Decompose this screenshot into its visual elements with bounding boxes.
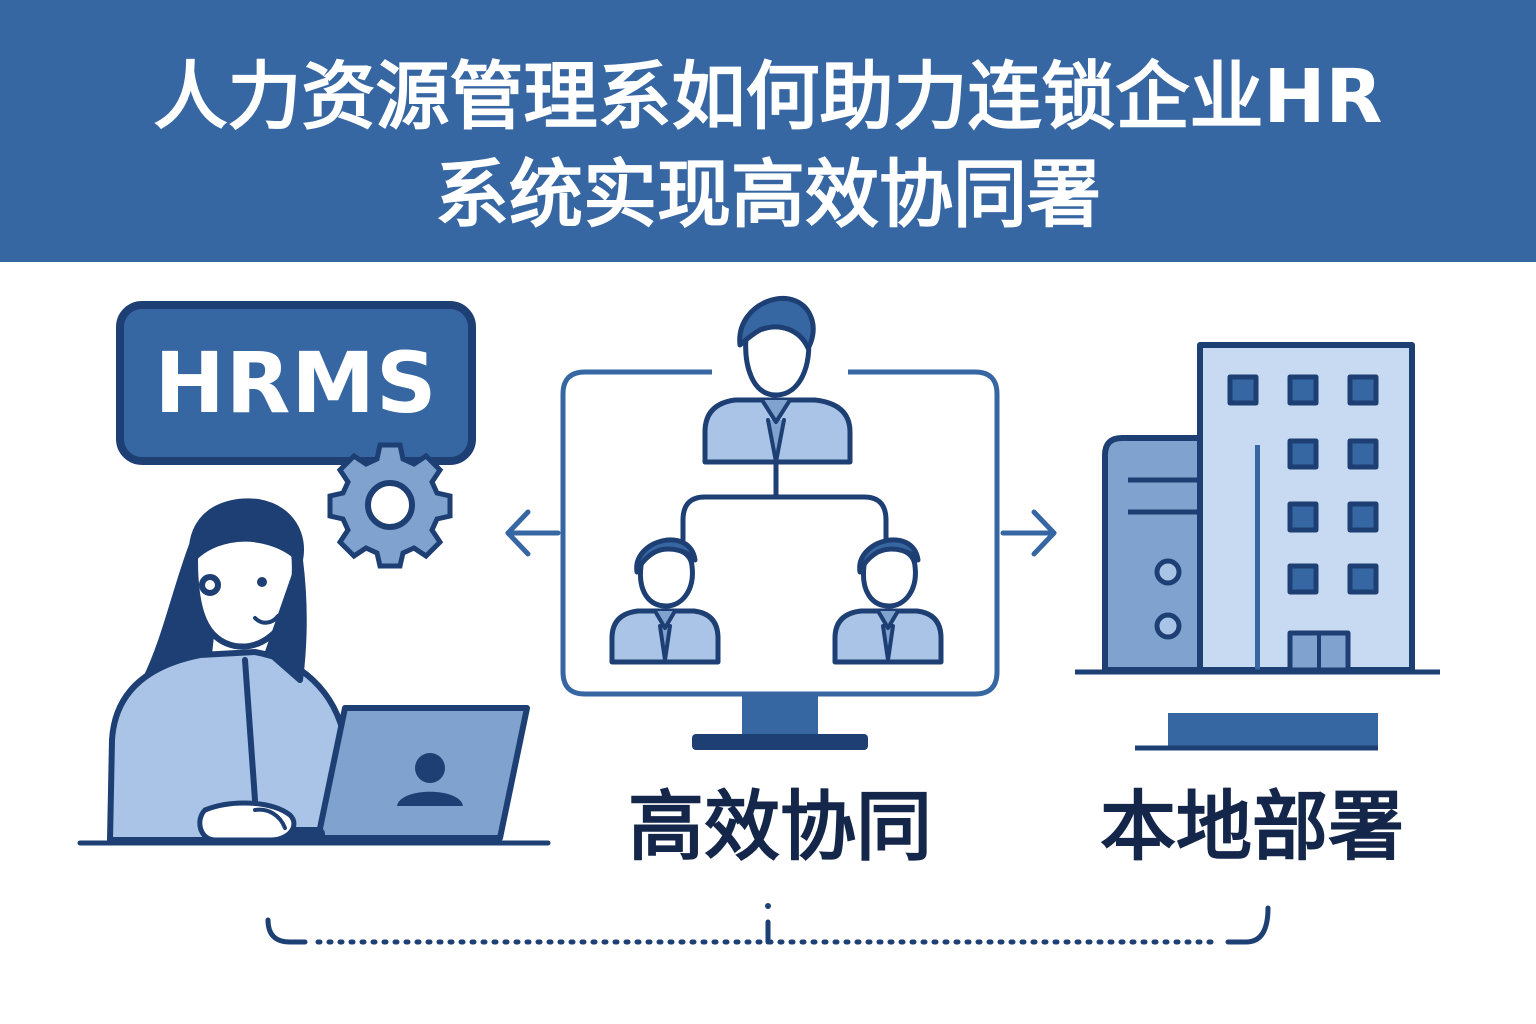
page-title-line-1: 人力资源管理系如何助力连锁企业HR bbox=[153, 54, 1383, 140]
arrow-left-icon bbox=[505, 509, 561, 557]
woman-at-laptop-icon bbox=[77, 498, 551, 846]
gear-icon bbox=[327, 442, 453, 569]
caption-collaboration: 高效协同 bbox=[628, 782, 932, 871]
monitor-icon bbox=[560, 369, 1000, 750]
office-building-icon bbox=[1075, 342, 1440, 751]
caption-local-deployment: 本地部署 bbox=[1100, 782, 1404, 871]
title-banner: 人力资源管理系如何助力连锁企业HR 系统实现高效协同署 bbox=[0, 0, 1536, 262]
user-icon bbox=[397, 753, 463, 806]
hrms-badge bbox=[116, 301, 476, 465]
arrow-right-icon bbox=[1000, 509, 1057, 557]
hrms-badge-label: HRMS bbox=[154, 334, 438, 432]
org-chart-icon bbox=[609, 295, 944, 665]
timeline-bracket bbox=[265, 903, 1271, 945]
page-title-line-2: 系统实现高效协同署 bbox=[435, 152, 1101, 238]
